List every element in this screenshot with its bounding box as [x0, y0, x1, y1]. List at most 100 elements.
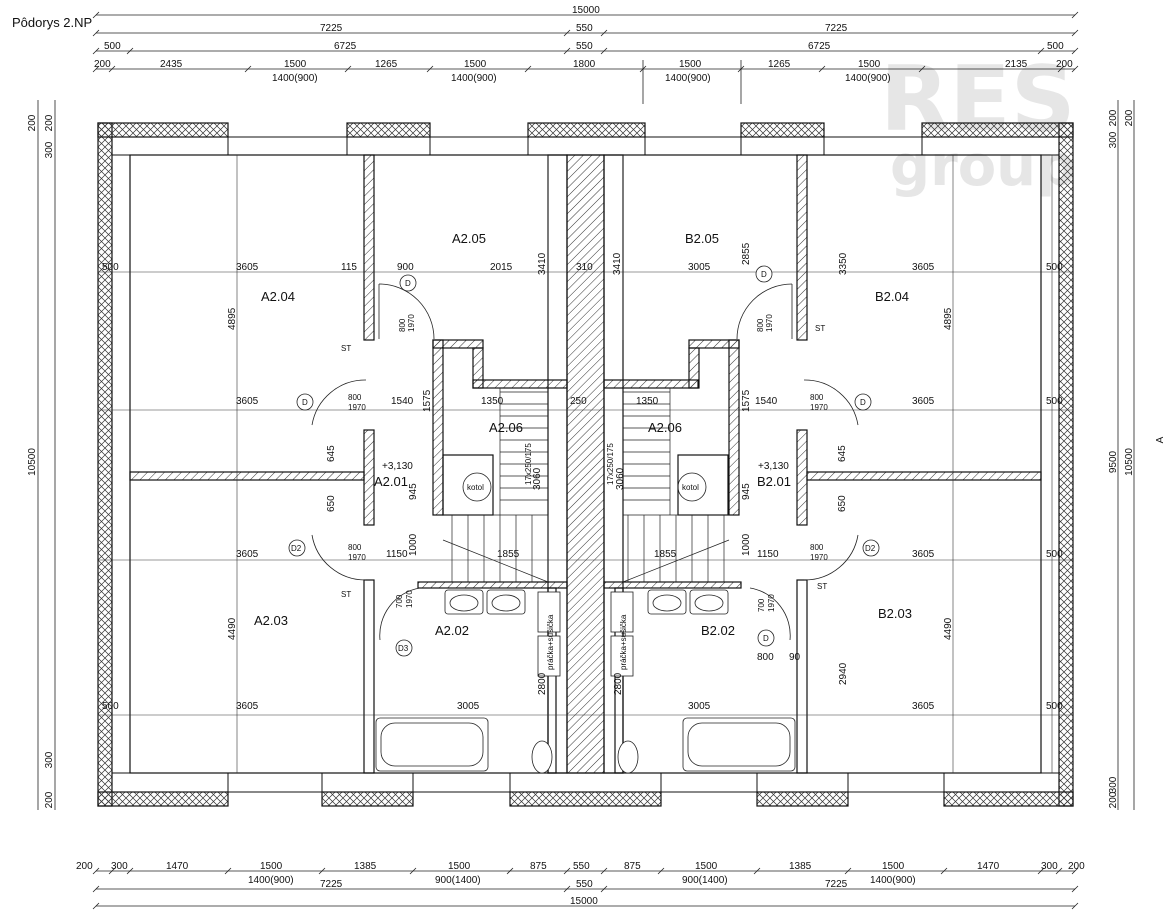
- dim-3060-b: 3060: [615, 467, 626, 490]
- dim-2800-a: 2800: [537, 672, 548, 695]
- exterior-walls: [97, 122, 1074, 807]
- dimension-tick: [600, 885, 608, 893]
- dim-500-f: 500: [1046, 701, 1063, 712]
- dimension-tick: [92, 902, 100, 910]
- dimension-tick: [92, 867, 100, 875]
- room-a2-06: A2.06: [489, 420, 523, 435]
- dim-top-1500-c: 1500: [679, 59, 702, 70]
- dimension-tick: [600, 29, 608, 37]
- dim-top-window-a: 1400(900): [272, 73, 318, 84]
- dimension-tick: [506, 867, 514, 875]
- dim-1000-a: 1000: [408, 533, 419, 556]
- dim-bot-300-right: 300: [1041, 861, 1058, 872]
- elev-b: +3,130: [758, 461, 789, 472]
- fixtures: [375, 472, 796, 774]
- dim-right-200c: 200: [1108, 791, 1119, 808]
- dim-bot-875-a: 875: [530, 861, 547, 872]
- room-a2-04: A2.04: [261, 289, 295, 304]
- dimension-tick: [92, 885, 100, 893]
- door-tag-1970-b: 1970: [810, 403, 828, 412]
- dimension-tick: [1071, 29, 1079, 37]
- dim-650-b: 650: [837, 495, 848, 512]
- side-dimensions: [37, 60, 1135, 810]
- dim-3605-d: 3605: [912, 396, 935, 407]
- dim-top-window-b: 1400(900): [451, 73, 497, 84]
- dim-right-200a: 200: [1108, 109, 1119, 126]
- dim-top-1800: 1800: [573, 59, 596, 70]
- dimension-tick: [563, 867, 571, 875]
- dim-top-window-d: 1400(900): [845, 73, 891, 84]
- elev-a: +3,130: [382, 461, 413, 472]
- dim-top-7225-left: 7225: [320, 23, 343, 34]
- dim-3605-g: 3605: [236, 701, 259, 712]
- boiler-label-left: kotol: [467, 483, 484, 492]
- dimension-tick: [1055, 867, 1063, 875]
- dim-top-1500-b: 1500: [464, 59, 487, 70]
- dim-left-300a: 300: [44, 141, 55, 158]
- dim-945-b: 945: [741, 483, 752, 500]
- staircases: [442, 388, 730, 583]
- stair-tread: [622, 539, 730, 583]
- dim-left-300b: 300: [44, 751, 55, 768]
- dim-3005-a: 3005: [688, 262, 711, 273]
- dimension-tick: [92, 65, 100, 73]
- stairs-spec-a: 17x250/175: [524, 443, 533, 485]
- dim-top-550b: 550: [576, 41, 593, 52]
- dimension-tick: [224, 867, 232, 875]
- room-b2-05: B2.05: [685, 231, 719, 246]
- dimension-tick: [940, 867, 948, 875]
- door-mark-labels: D D D D D2 D2 D3 D: [291, 270, 876, 653]
- dimension-tick: [844, 867, 852, 875]
- dim-3605-h: 3605: [912, 701, 935, 712]
- dim-1350-b: 1350: [636, 396, 659, 407]
- dim-left-10500: 10500: [27, 448, 38, 476]
- dim-645-a: 645: [326, 445, 337, 462]
- door-marks: [288, 265, 880, 657]
- dim-3350: 3350: [838, 252, 849, 275]
- dim-top-200-left: 200: [94, 59, 111, 70]
- door-tag-800-c: 800: [348, 543, 362, 552]
- dim-945-a: 945: [408, 483, 419, 500]
- door-tag-1970-h: 1970: [767, 594, 776, 612]
- dim-1150-b: 1150: [757, 549, 779, 560]
- dim-right-10500: 10500: [1124, 448, 1135, 476]
- dim-bot-total: 15000: [570, 896, 598, 907]
- dim-250: 250: [570, 396, 587, 407]
- dim-top-2135: 2135: [1005, 59, 1028, 70]
- dim-1350-a: 1350: [481, 396, 504, 407]
- door-tag-800-f: 800: [756, 318, 765, 332]
- dim-right-9500: 9500: [1108, 450, 1119, 473]
- side-dimension-labels: 200 200 300 10500 300 200 300 200 200 95…: [27, 109, 1166, 808]
- dimension-tick: [244, 65, 252, 73]
- dim-1150-a: 1150: [386, 549, 408, 560]
- dimension-tick: [108, 65, 116, 73]
- room-a2-02: A2.02: [435, 623, 469, 638]
- dim-bot-1470-left: 1470: [166, 861, 189, 872]
- dim-bot-200-left: 200: [76, 861, 93, 872]
- dimension-tick: [318, 867, 326, 875]
- stair-tread: [442, 539, 549, 583]
- room-dimension-lines: [98, 155, 1073, 773]
- dim-bot-875-b: 875: [624, 861, 641, 872]
- dim-bot-window-d: 1400(900): [870, 875, 916, 886]
- dim-top-2435: 2435: [160, 59, 183, 70]
- dim-bot-1500-d: 1500: [882, 861, 905, 872]
- room-b2-02: B2.02: [701, 623, 735, 638]
- room-dimension-labels: 500 3605 115 900 2015 310 3005 3605 500 …: [102, 242, 1063, 712]
- dim-500-d: 500: [1046, 549, 1063, 560]
- dim-3605-c: 3605: [236, 396, 259, 407]
- door-tag-800-b: 800: [810, 393, 824, 402]
- door-mark-d: D: [860, 398, 866, 407]
- st-tag-a: ST: [341, 344, 351, 353]
- dimension-tick: [657, 867, 665, 875]
- dimension-tick: [126, 47, 134, 55]
- st-tag-c: ST: [341, 590, 351, 599]
- dim-bot-window-a: 1400(900): [248, 875, 294, 886]
- st-tag-b: ST: [815, 324, 825, 333]
- dim-3605-a: 3605: [236, 262, 259, 273]
- dimension-tick: [92, 11, 100, 19]
- door-tag-1970-f: 1970: [765, 314, 774, 332]
- door-mark-h: D: [763, 634, 769, 643]
- dim-left-200b: 200: [44, 114, 55, 131]
